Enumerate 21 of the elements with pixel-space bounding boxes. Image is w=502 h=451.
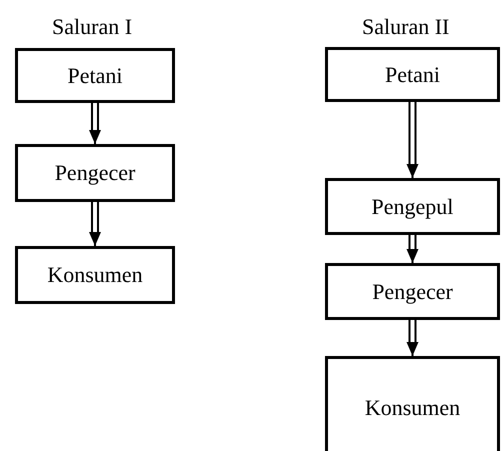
process-box (15, 144, 175, 202)
double-arrow (89, 201, 101, 247)
node-label: Pengecer (372, 278, 453, 304)
process-box (15, 48, 175, 103)
column-heading: Saluran II (362, 14, 450, 40)
process-box (325, 47, 500, 102)
double-arrow (406, 319, 418, 357)
process-box (15, 246, 175, 304)
node-label: Pengepul (372, 194, 454, 220)
process-box (325, 356, 500, 451)
node-label: Konsumen (364, 394, 460, 420)
column-heading: Saluran I (52, 14, 132, 40)
double-arrow (89, 102, 101, 145)
double-arrow (406, 101, 418, 179)
node-label: Petani (385, 62, 440, 88)
process-box (325, 263, 500, 320)
double-arrow (406, 234, 418, 264)
node-label: Pengecer (54, 160, 136, 186)
process-box (325, 178, 500, 235)
node-label: Petani (68, 62, 122, 88)
node-label: Konsumen (47, 262, 143, 288)
